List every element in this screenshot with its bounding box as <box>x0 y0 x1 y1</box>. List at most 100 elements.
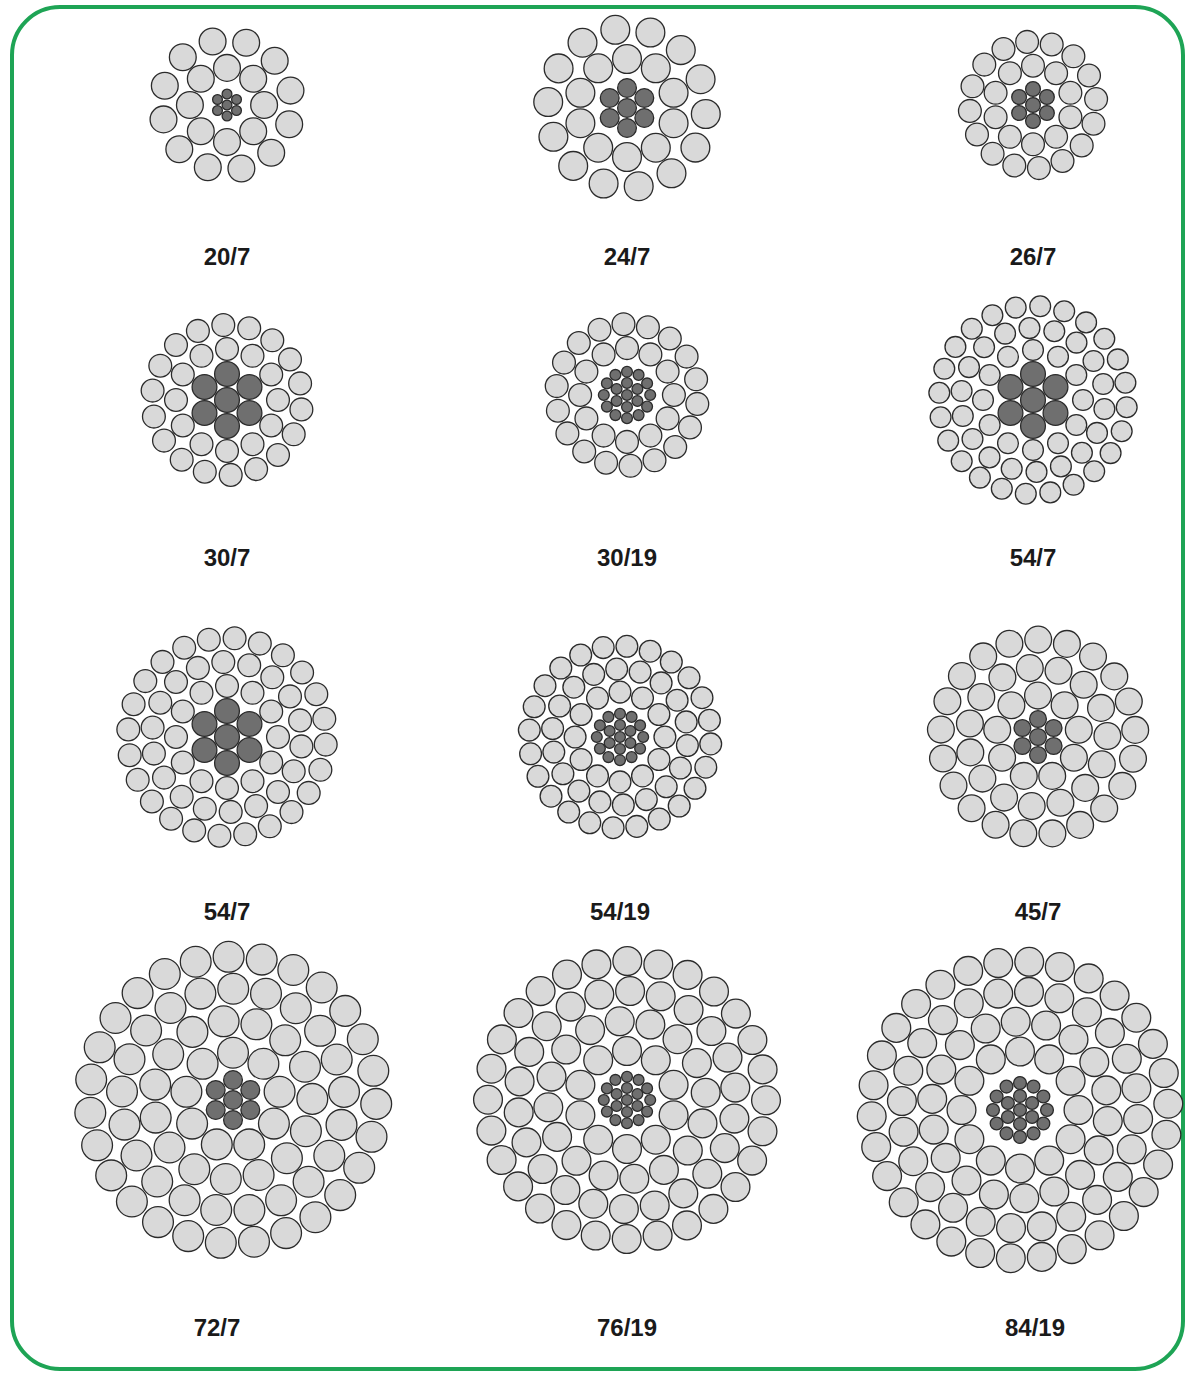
aluminium-wire <box>980 1180 1009 1209</box>
steel-wire <box>618 99 637 118</box>
aluminium-wire <box>155 993 186 1024</box>
steel-wire <box>192 712 217 737</box>
aluminium-wire <box>613 947 642 976</box>
aluminium-wire <box>1103 1163 1132 1192</box>
aluminium-wire <box>582 950 611 979</box>
aluminium-wire <box>326 1110 357 1141</box>
aluminium-wire <box>1074 964 1103 993</box>
aluminium-wire <box>1154 1089 1183 1118</box>
steel-wire <box>215 751 240 776</box>
aluminium-wire <box>859 1071 888 1100</box>
aluminium-wire <box>474 1085 503 1114</box>
aluminium-wire <box>973 390 994 411</box>
aluminium-wire <box>995 323 1016 344</box>
aluminium-wire <box>526 977 555 1006</box>
aluminium-wire <box>100 1003 131 1034</box>
aluminium-wire <box>683 1049 712 1078</box>
aluminium-wire <box>663 1025 692 1054</box>
aluminium-wire <box>293 1166 324 1197</box>
steel-wire <box>635 89 654 108</box>
aluminium-wire <box>929 1006 958 1035</box>
aluminium-wire <box>142 1166 173 1197</box>
aluminium-wire <box>1019 318 1040 339</box>
aluminium-wire <box>946 1031 975 1060</box>
aluminium-wire <box>1022 133 1045 156</box>
aluminium-wire <box>721 1173 750 1202</box>
aluminium-wire <box>143 1207 174 1238</box>
aluminium-wire <box>154 1132 185 1163</box>
steel-wire <box>241 1081 260 1100</box>
aluminium-wire <box>678 667 700 689</box>
steel-wire <box>610 1075 621 1086</box>
steel-wire <box>1027 1080 1040 1093</box>
aluminium-wire <box>165 389 188 412</box>
steel-wire <box>237 712 262 737</box>
aluminium-wire <box>620 1164 649 1193</box>
aluminium-wire <box>314 1140 345 1171</box>
aluminium-wire <box>1094 723 1121 750</box>
aluminium-wire <box>1023 440 1044 461</box>
aluminium-wire <box>722 999 751 1028</box>
aluminium-wire <box>314 733 337 756</box>
aluminium-wire <box>290 398 313 421</box>
aluminium-wire <box>258 139 285 166</box>
frame-border <box>12 7 1183 1369</box>
aluminium-wire <box>477 1054 506 1083</box>
aluminium-wire <box>556 992 585 1021</box>
aluminium-wire <box>218 1037 249 1068</box>
aluminium-wire <box>1084 1136 1113 1165</box>
aluminium-wire <box>1001 1007 1030 1036</box>
steel-wire <box>224 1071 243 1090</box>
aluminium-wire <box>504 1098 533 1127</box>
aluminium-wire <box>587 765 609 787</box>
aluminium-wire <box>131 1015 162 1046</box>
steel-wire <box>1040 90 1055 105</box>
aluminium-wire <box>1066 332 1087 353</box>
aluminium-wire <box>989 744 1016 771</box>
aluminium-wire <box>658 327 681 350</box>
steel-wire <box>1014 1118 1027 1131</box>
aluminium-wire <box>109 1109 140 1140</box>
aluminium-wire <box>540 785 562 807</box>
aluminium-wire <box>962 429 983 450</box>
steel-wire <box>622 1071 633 1082</box>
aluminium-wire <box>602 817 624 839</box>
steel-wire <box>1014 720 1031 737</box>
aluminium-wire <box>140 1069 171 1100</box>
steel-wire <box>1030 711 1047 728</box>
aluminium-wire <box>297 1084 328 1115</box>
aluminium-wire <box>193 460 216 483</box>
aluminium-wire <box>1045 125 1068 148</box>
aluminium-wire <box>1016 31 1039 54</box>
aluminium-wire <box>238 317 261 340</box>
aluminium-wire <box>684 777 706 799</box>
aluminium-wire <box>179 1154 210 1185</box>
aluminium-wire <box>666 36 695 65</box>
steel-wire <box>604 738 615 749</box>
aluminium-wire <box>957 739 984 766</box>
aluminium-wire <box>857 1102 886 1131</box>
steel-wire <box>237 401 262 426</box>
aluminium-wire <box>527 765 549 787</box>
steel-wire <box>642 378 653 389</box>
steel-wire <box>222 111 232 121</box>
steel-wire <box>1014 1077 1027 1090</box>
aluminium-wire <box>1051 150 1074 173</box>
aluminium-wire <box>248 1048 279 1079</box>
aluminium-wire <box>1064 1096 1093 1125</box>
aluminium-wire <box>587 687 609 709</box>
aluminium-wire <box>569 384 592 407</box>
aluminium-wire <box>952 406 973 427</box>
steel-wire <box>632 1089 643 1100</box>
aluminium-wire <box>234 1129 265 1160</box>
aluminium-wire <box>1094 399 1115 420</box>
aluminium-wire <box>528 1155 557 1184</box>
aluminium-wire <box>583 664 605 686</box>
aluminium-wire <box>606 658 628 680</box>
aluminium-wire <box>982 811 1009 838</box>
aluminium-wire <box>996 1244 1025 1273</box>
aluminium-wire <box>553 351 576 374</box>
aluminium-wire <box>1059 81 1082 104</box>
aluminium-wire <box>720 1104 749 1133</box>
aluminium-wire <box>639 640 661 662</box>
